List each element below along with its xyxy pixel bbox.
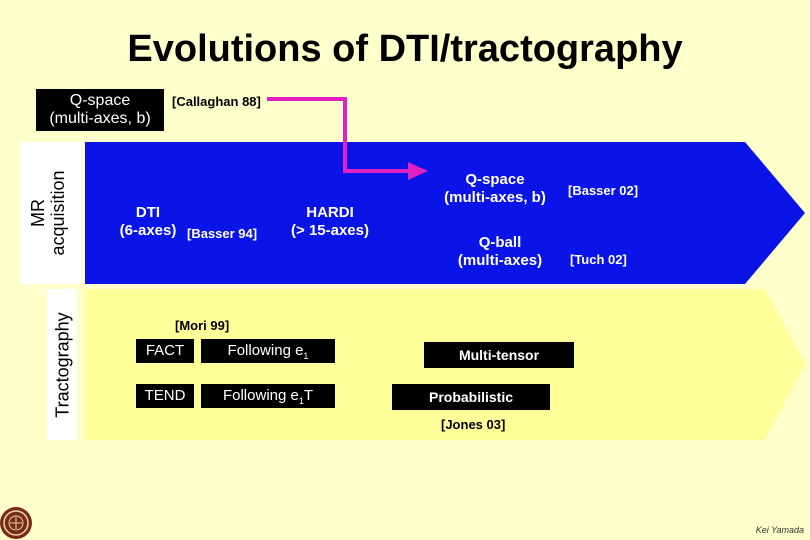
author-credit: Kei Yamada: [755, 525, 804, 535]
following-e1t-text: Following e: [222, 387, 299, 404]
mr-acquisition-label: MR acquisition: [28, 142, 74, 284]
hardi-line1: HARDI: [306, 204, 354, 221]
page-title: Evolutions of DTI/tractography: [127, 28, 683, 70]
top-qspace-line2: (multi-axes, b): [49, 110, 151, 127]
top-qspace-line1: Q-space: [69, 92, 131, 109]
dti-label: DTI (6-axes): [112, 204, 184, 240]
university-seal-logo: [0, 507, 32, 539]
fact-box: FACT: [136, 339, 194, 363]
following-e1-sub: 1: [303, 351, 309, 361]
dti-line1: DTI: [135, 204, 161, 221]
mr-label-line2: acquisition: [48, 170, 68, 256]
top-qspace-box: Q-space (multi-axes, b): [36, 89, 164, 131]
following-e1t-box: Following e1T: [201, 384, 335, 408]
hardi-line2: (> 15-axes): [291, 222, 369, 239]
right-qspace-line2: (multi-axes, b): [444, 189, 546, 206]
right-qspace-label: Q-space (multi-axes, b): [433, 171, 557, 207]
jones03-ref: [Jones 03]: [441, 417, 506, 432]
basser94-ref: [Basser 94]: [187, 226, 258, 241]
callaghan-ref: [Callaghan 88]: [172, 94, 261, 109]
mr-acquisition-arrow: [85, 142, 805, 284]
right-qspace-line1: Q-space: [465, 171, 525, 188]
qball-label: Q-ball (multi-axes): [440, 234, 560, 270]
connector-arrowhead: [408, 162, 428, 180]
following-e1-text: Following e: [227, 342, 304, 359]
mr-label-line1: MR: [28, 199, 48, 227]
following-e1-box: Following e1: [201, 339, 335, 363]
tractography-label-box: [47, 289, 77, 440]
qball-line1: Q-ball: [478, 234, 522, 251]
probabilistic-box: Probabilistic: [392, 384, 550, 410]
basser02-ref: [Basser 02]: [568, 183, 639, 198]
qball-line2: (multi-axes): [457, 252, 543, 269]
hardi-label: HARDI (> 15-axes): [280, 204, 380, 240]
tend-box: TEND: [136, 384, 194, 408]
mori99-ref: [Mori 99]: [175, 318, 230, 333]
following-e1t-suffix: T: [303, 387, 314, 404]
connector-arrow: [267, 97, 410, 173]
mr-acquisition-label-box: [20, 142, 82, 284]
multi-tensor-box: Multi-tensor: [424, 342, 574, 368]
dti-line2: (6-axes): [119, 222, 177, 239]
tractography-label: Tractography: [52, 312, 73, 418]
following-e1t-sub: 1: [298, 396, 304, 406]
tuch02-ref: [Tuch 02]: [570, 252, 627, 267]
